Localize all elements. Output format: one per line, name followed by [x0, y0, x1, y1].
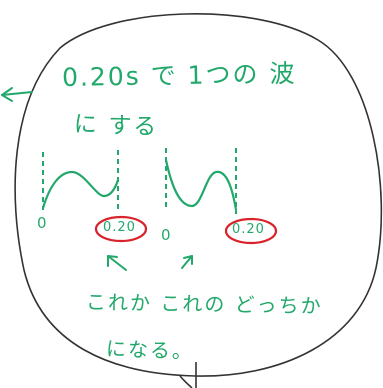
wave-left: [41, 150, 120, 210]
value-right-circle: [224, 217, 278, 245]
note-line-1: 0.20s で 1つの 波: [61, 58, 297, 93]
zero-label-left: 0: [37, 214, 47, 232]
wave-right: [164, 148, 238, 214]
note-line-3: これか これの どっちか: [85, 289, 323, 319]
bubble-outline: [14, 13, 383, 377]
value-label-left: 0.20: [103, 220, 136, 235]
arrow-up-right-icon: [181, 255, 193, 269]
bubble-tail: [179, 375, 193, 388]
note-line-4: になる。: [105, 336, 195, 364]
zero-label-right: 0: [161, 226, 171, 244]
arrow-up-left-icon: [107, 255, 127, 271]
arrow-left-icon: [1, 87, 33, 102]
note-line-2: に する: [73, 111, 159, 141]
value-left-circle: [94, 215, 148, 243]
value-label-right: 0.20: [232, 222, 265, 237]
